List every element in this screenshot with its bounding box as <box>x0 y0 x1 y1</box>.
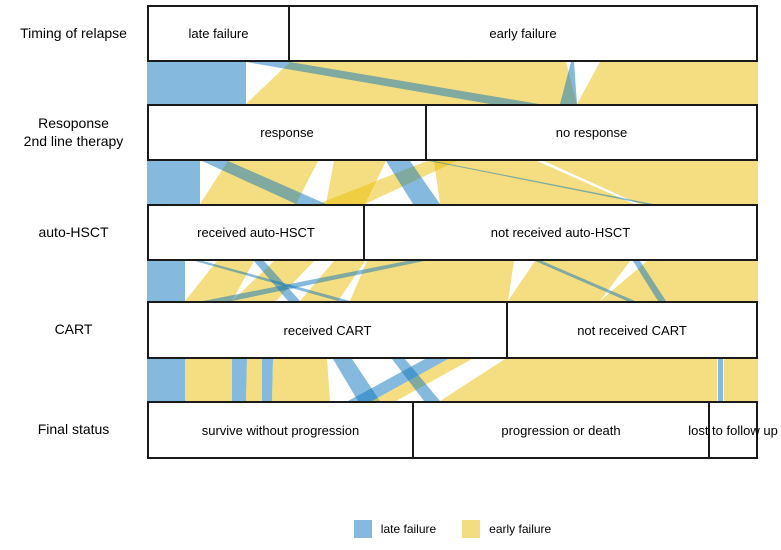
legend-label: late failure <box>380 522 437 536</box>
flow-ribbon-early-failure <box>508 261 630 301</box>
flow-ribbon-early-failure <box>300 261 365 301</box>
flow-ribbon-late-failure <box>147 62 246 104</box>
legend-swatch-early-failure <box>462 520 481 538</box>
flow-ribbon-late-failure <box>386 161 440 204</box>
stratum-label: progression or death <box>501 422 621 438</box>
stratum-response: response <box>147 104 427 161</box>
stratum-label: response <box>260 125 314 140</box>
legend-swatch-late-failure <box>353 520 372 538</box>
axis-label-timing-of-relapse: Timing of relapse <box>20 24 127 41</box>
flow-ribbon-early-failure <box>440 359 717 401</box>
flow-ribbon-late-failure <box>147 261 185 301</box>
stratum-not-received-auto-hsct: not received auto-HSCT <box>363 204 758 261</box>
stratum-no-response: no response <box>425 104 758 161</box>
flow-ribbon-early-failure <box>544 161 758 204</box>
stratum-early-failure: early failure <box>288 5 758 62</box>
stratum-survive-without-progression: survive without progression <box>147 401 414 459</box>
stratum-not-received-cart: not received CART <box>506 301 758 359</box>
axis-label-auto-hsct: auto-HSCT <box>38 223 109 240</box>
stratum-received-cart: received CART <box>147 301 508 359</box>
stratum-label: late failure <box>188 26 249 41</box>
stratum-label: lost to follow up <box>688 422 778 438</box>
stratum-label: received CART <box>283 322 372 338</box>
flow-ribbon-late-failure <box>429 161 653 204</box>
flow-ribbon-late-failure <box>718 359 723 401</box>
legend-item-late-failure: late failure <box>353 520 437 538</box>
flow-ribbon-late-failure <box>560 62 577 104</box>
flow-ribbon-late-failure <box>147 161 200 204</box>
flow-ribbon-late-failure <box>195 261 350 301</box>
stratum-lost-to-follow-up: lost to follow up <box>688 401 778 459</box>
flow-ribbon-early-failure <box>246 62 471 104</box>
axis-label-cart: CART <box>54 321 93 338</box>
stratum-progression-or-death: progression or death <box>412 401 710 459</box>
stratum-label: not received CART <box>577 322 687 338</box>
stratum-late-failure: late failure <box>147 5 290 62</box>
legend-item-early-failure: early failure <box>462 520 551 538</box>
flow-ribbon-late-failure <box>254 261 300 301</box>
flow-ribbon-late-failure <box>262 359 273 401</box>
legend-label: early failure <box>489 522 552 536</box>
axis-label-final-status: Final status <box>37 421 110 438</box>
stratum-label: survive without progression <box>201 422 360 438</box>
flow-ribbon-early-failure <box>724 359 758 401</box>
flow-ribbon-early-failure <box>318 161 457 204</box>
flow-ribbon-early-failure <box>577 62 758 104</box>
flow-ribbon-late-failure <box>348 359 448 401</box>
stratum-label: received auto-HSCT <box>197 225 315 240</box>
flow-ribbon-early-failure <box>185 359 232 401</box>
stratum-received-auto-hsct: received auto-HSCT <box>147 204 365 261</box>
flow-ribbon-late-failure <box>246 62 539 104</box>
flow-ribbon-early-failure <box>272 359 330 401</box>
stratum-label: no response <box>555 125 628 140</box>
flow-ribbon-late-failure <box>535 261 635 301</box>
flow-ribbon-early-failure <box>326 161 386 204</box>
flow-ribbon-late-failure <box>392 359 440 401</box>
flow-ribbon-late-failure <box>147 359 185 401</box>
legend: late failure early failure <box>147 520 758 538</box>
flow-ribbon-early-failure <box>430 261 514 301</box>
flow-ribbon-early-failure <box>246 359 262 401</box>
axis-label-resoponse: Resoponse 2nd line therapy <box>23 115 124 149</box>
stratum-label: early failure <box>489 26 557 41</box>
flow-ribbon-late-failure <box>232 359 247 401</box>
flow-ribbon-late-failure <box>202 161 326 204</box>
flow-ribbon-late-failure <box>203 261 424 301</box>
flow-ribbon-late-failure <box>633 261 666 301</box>
stratum-label: not received auto-HSCT <box>490 225 631 240</box>
